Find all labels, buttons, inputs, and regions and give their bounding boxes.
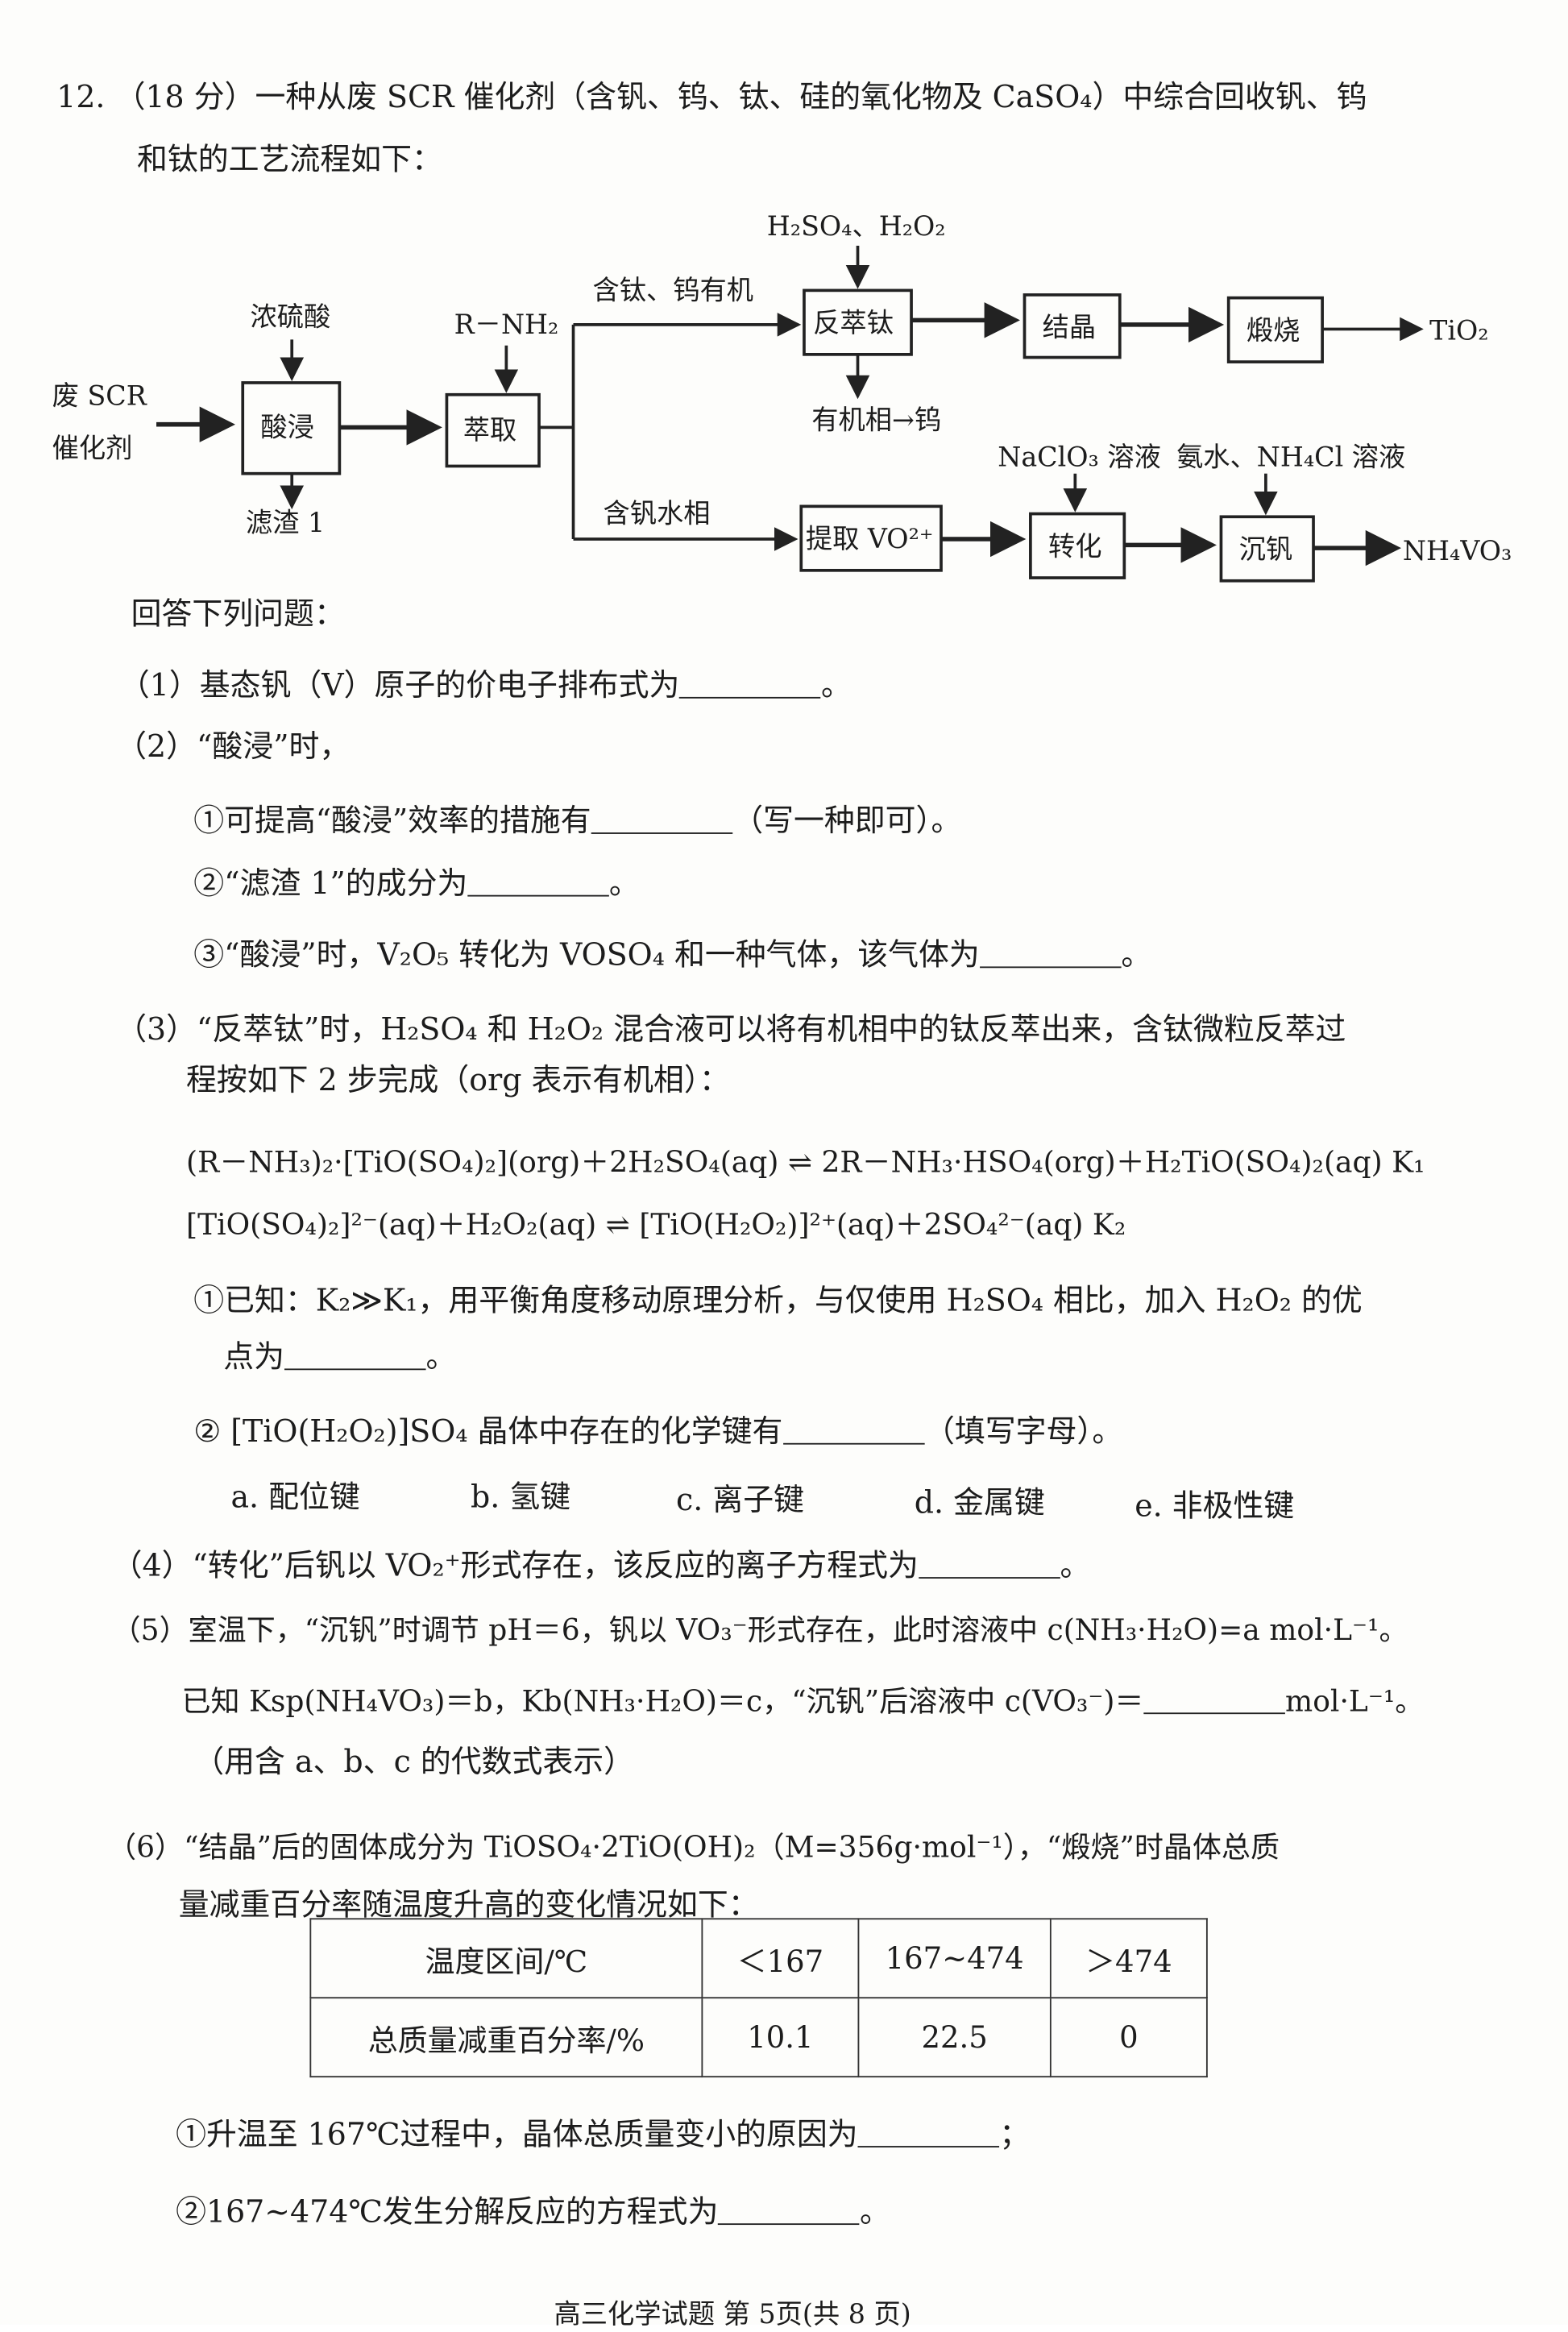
input-label-2: 催化剂 [52, 432, 133, 463]
answer-blank[interactable] [467, 865, 609, 897]
box-crystal [1023, 293, 1122, 359]
q1: （1）基态钒（V）原子的价电子排布式为 。 [119, 660, 852, 704]
q2-s1: ①可提高“酸浸”效率的措施有 （写一种即可）。 [193, 795, 961, 840]
q2-s2-text: ②“滤渣 1”的成分为 [193, 865, 468, 902]
reagent-convert: NaClO₃ 溶液 [998, 441, 1161, 472]
q3-s2: ② [TiO(H₂O₂)]SO₄ 晶体中存在的化学键有 （填写字母）。 [193, 1406, 1122, 1450]
q2-head: （2）“酸浸”时， [116, 728, 351, 765]
q6-s1: ①升温至 167℃过程中，晶体总质量变小的原因为 ； [176, 2109, 1030, 2153]
q3-s2-end: （填写字母）。 [924, 1413, 1123, 1450]
q1-end: 。 [820, 666, 852, 703]
answer-blank[interactable] [918, 1546, 1060, 1579]
box-calcine-label: 煅烧 [1247, 314, 1300, 346]
product-v: NH₄VO₃ [1403, 535, 1512, 566]
question-intro: 12. （18 分）一种从废 SCR 催化剂（含钒、钨、钛、硅的氧化物及 CaS… [56, 72, 1367, 116]
box-extract [445, 392, 541, 468]
q4-text: （4）“转化”后钒以 VO₂⁺形式存在，该反应的离子方程式为 [111, 1547, 919, 1583]
residue-label: 滤渣 1 [246, 507, 325, 538]
q4: （4）“转化”后钒以 VO₂⁺形式存在，该反应的离子方程式为 。 [112, 1540, 1091, 1584]
page-footer: 高三化学试题 第 5页(共 8 页) [554, 2299, 911, 2331]
table-row: 总质量减重百分率/% 10.1 22.5 0 [309, 1997, 1208, 2078]
reagent-extract: R－NH₂ [454, 309, 559, 340]
equation-2: [TiO(SO₄)₂]²⁻(aq)＋H₂O₂(aq) ⇌ [TiO(H₂O₂)]… [186, 1207, 1126, 1243]
q6-s1-text: ①升温至 167℃过程中，晶体总质量变小的原因为 [176, 2116, 858, 2152]
q3-s2-text: ② [TiO(H₂O₂)]SO₄ 晶体中存在的化学键有 [193, 1413, 783, 1450]
option-a: a. 配位键 [230, 1479, 360, 1515]
box-convert-label: 转化 [1048, 530, 1102, 562]
q3-s1-line2: 点为 。 [223, 1331, 456, 1376]
box-strip [803, 288, 913, 356]
q2-s2: ②“滤渣 1”的成分为 。 [193, 858, 640, 903]
table-cell: ＜167 [701, 1918, 860, 1999]
q5-text: 已知 Ksp(NH₄VO₃)＝b，Kb(NH₃·H₂O)＝c，“沉钒”后溶液中 … [181, 1684, 1144, 1719]
q4-end: 。 [1060, 1547, 1091, 1583]
question-number: 12. [56, 78, 106, 115]
box-acid-leach-label: 酸浸 [260, 411, 314, 442]
q3-s1-end: 。 [425, 1338, 457, 1375]
q6-s1-end: ； [999, 2116, 1031, 2152]
table-cell: 22.5 [857, 1997, 1052, 2078]
q3-s1-text: 点为 [223, 1338, 284, 1375]
box-precip-label: 沉钒 [1239, 533, 1293, 565]
q5-unit: mol·L⁻¹。 [1285, 1684, 1425, 1719]
table-cell: ＞474 [1049, 1918, 1208, 1999]
table-header-temperature: 温度区间/℃ [309, 1918, 703, 1999]
table-cell: 0 [1049, 1997, 1208, 2078]
q2-s3-text: ③“酸浸”时，V₂O₅ 转化为 VOSO₄ 和一种气体，该气体为 [193, 936, 980, 973]
input-label: 废 SCR [52, 380, 147, 412]
answer-blank[interactable] [718, 2193, 861, 2226]
option-e: e. 非极性键 [1135, 1488, 1295, 1524]
q2-s3-end: 。 [1121, 936, 1152, 973]
q2-s1-end: （写一种即可）。 [732, 803, 962, 839]
intro-line-2: 和钛的工艺流程如下： [137, 141, 442, 177]
answer-blank[interactable] [679, 666, 821, 699]
box-vo-label: 提取 VO²⁺ [806, 523, 934, 554]
answer-blank[interactable] [1143, 1683, 1286, 1715]
table-cell: 10.1 [701, 1997, 860, 2078]
q6-s2-end: 。 [860, 2193, 890, 2230]
reagent-strip: H₂SO₄、H₂O₂ [767, 210, 946, 242]
answer-blank[interactable] [782, 1413, 925, 1445]
answer-blank[interactable] [979, 936, 1122, 969]
q5-line3: （用含 a、b、c 的代数式表示） [193, 1744, 635, 1780]
equation-1: (R－NH₃)₂·[TiO(SO₄)₂](org)＋2H₂SO₄(aq) ⇌ 2… [186, 1145, 1425, 1180]
reagent-acid: 浓硫酸 [250, 301, 330, 333]
answer-blank[interactable] [284, 1338, 426, 1371]
box-strip-label: 反萃钛 [813, 307, 894, 338]
q2-s2-end: 。 [608, 865, 640, 902]
mass-loss-table: 温度区间/℃ ＜167 167~474 ＞474 总质量减重百分率/% 10.1… [309, 1918, 1208, 2078]
intro-line-1: （18 分）一种从废 SCR 催化剂（含钒、钨、钛、硅的氧化物及 CaSO₄）中… [114, 78, 1367, 115]
branch-bottom-label: 含钒水相 [603, 498, 710, 529]
q5-line1: （5）室温下，“沉钒”时调节 pH＝6，钒以 VO₃⁻形式存在，此时溶液中 c(… [111, 1612, 1408, 1647]
product-ti: TiO₂ [1429, 314, 1488, 346]
answer-blank[interactable] [857, 2115, 1000, 2147]
reagent-precip: 氨水、NH₄Cl 溶液 [1176, 441, 1405, 472]
q2-s1-text: ①可提高“酸浸”效率的措施有 [193, 803, 591, 839]
option-c: c. 离子键 [676, 1481, 805, 1518]
q3-s1-line1: ①已知：K₂≫K₁，用平衡角度移动原理分析，与仅使用 H₂SO₄ 相比，加入 H… [193, 1282, 1363, 1318]
option-d: d. 金属键 [914, 1484, 1045, 1521]
organic-out-label: 有机相→钨 [811, 404, 941, 435]
q5-line2: 已知 Ksp(NH₄VO₃)＝b，Kb(NH₃·H₂O)＝c，“沉钒”后溶液中 … [181, 1677, 1424, 1720]
q6-line1: （6）“结晶”后的固体成分为 TiOSO₄·2TiO(OH)₂（M=356g·m… [107, 1830, 1280, 1865]
branch-top-label: 含钛、钨有机 [593, 274, 754, 305]
q1-text: （1）基态钒（V）原子的价电子排布式为 [118, 666, 680, 703]
flow-arrows [156, 245, 1424, 566]
q3-line1: （3）“反萃钛”时，H₂SO₄ 和 H₂O₂ 混合液可以将有机相中的钛反萃出来，… [116, 1010, 1346, 1048]
q6-s2-text: ②167~474℃发生分解反应的方程式为 [176, 2193, 719, 2230]
q6-line2: 量减重百分率随温度升高的变化情况如下： [178, 1886, 759, 1923]
option-b: b. 氢键 [470, 1479, 571, 1515]
q2-s3: ③“酸浸”时，V₂O₅ 转化为 VOSO₄ 和一种气体，该气体为 。 [193, 929, 1151, 973]
box-extract-label: 萃取 [463, 414, 517, 446]
table-header-mass-loss: 总质量减重百分率/% [309, 1997, 703, 2078]
box-crystal-label: 结晶 [1043, 312, 1097, 343]
q6-s2: ②167~474℃发生分解反应的方程式为 。 [176, 2186, 890, 2230]
process-flowchart: 废 SCR 催化剂 浓硫酸 酸浸 滤渣 1 R－NH₂ 萃取 含钛、钨有机 含钒… [52, 210, 1512, 583]
table-cell: 167~474 [857, 1918, 1052, 1999]
table-row: 温度区间/℃ ＜167 167~474 ＞474 [309, 1918, 1208, 1999]
answer-prompt: 回答下列问题： [131, 595, 345, 632]
q3-line2: 程按如下 2 步完成（org 表示有机相）： [186, 1061, 730, 1098]
answer-blank[interactable] [591, 802, 733, 834]
